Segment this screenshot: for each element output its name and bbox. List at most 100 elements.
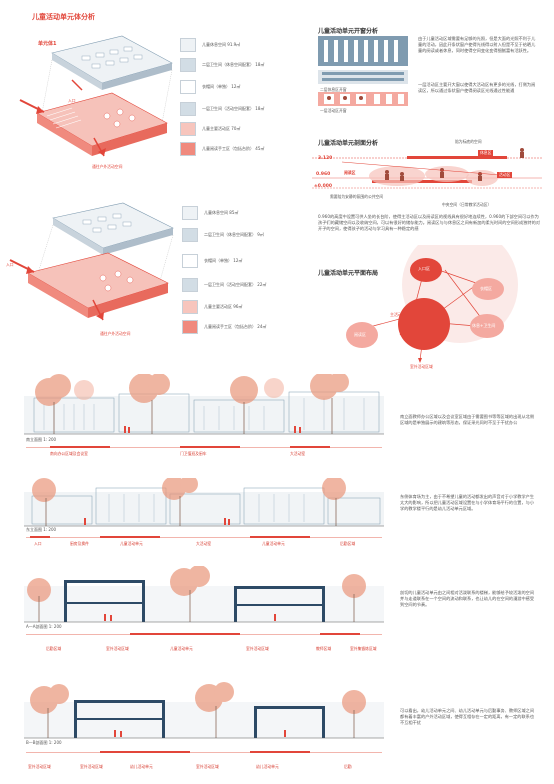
- legend-swatch: [182, 228, 198, 242]
- section-bar: [250, 536, 310, 538]
- guide-space-label: 陪为标底的空间: [455, 139, 482, 144]
- section-bar-label: 后勤区域: [340, 541, 356, 546]
- flow-node-rest-toilet: 休息+卫生间: [470, 314, 504, 338]
- section-name-2: 东立面图 1: 200: [26, 527, 57, 532]
- height-title: 儿童活动单元剖面分析: [318, 140, 379, 147]
- section-bb-drawing: [24, 682, 384, 739]
- section-bar-label: 幼儿活动单元: [130, 764, 153, 769]
- legend-swatch: [180, 38, 196, 52]
- section-bar: [180, 446, 240, 448]
- section-bar-label: 后勤区域: [46, 646, 62, 651]
- flow-title: 儿童活动单元平面布局: [318, 270, 379, 277]
- legend-label: 衣帽间（单独） 12㎡: [202, 84, 241, 89]
- node-label: 入口区: [418, 266, 430, 271]
- height-mark-1: 3.120: [318, 156, 333, 161]
- outdoor-label-2: 通往户外活动空间: [100, 331, 131, 336]
- section-bar-label: 南向办公区域及会议室: [50, 451, 88, 456]
- legend-label: 二层卫生间（休息空间配套） 18㎡: [202, 62, 265, 67]
- opening-diagram-1: [318, 36, 408, 66]
- legend-swatch: [182, 320, 198, 334]
- flow-node-main-activity: 主活动区: [390, 298, 450, 350]
- reading-area-label: 阅读区: [344, 170, 356, 175]
- opening-label-3: 一层活动区开窗: [320, 108, 347, 113]
- south-elevation-drawing: [24, 374, 384, 435]
- section-bar-label: 厨房及换件: [70, 541, 89, 546]
- legend2-row: 二层卫生间（休息空间配套） 9㎡: [182, 228, 302, 242]
- opening-text-1: 由于儿童活动区域需要有足够的光照，但是大面的光照不利于儿童的活动，因此开条状窗户…: [418, 36, 536, 53]
- opening-label-2: 二层休息区开窗: [320, 87, 347, 92]
- legend2-row: 儿童主要活动区 96㎡: [182, 300, 302, 314]
- unit1-legend: 儿童休息空间 91.9㎡ 二层卫生间（休息空间配套） 18㎡ 衣帽间（单独） 1…: [180, 38, 300, 158]
- section-bar: [100, 536, 160, 538]
- flow-node-reading: 阅读区: [346, 322, 378, 348]
- flow-node-entrance: 入口区: [410, 258, 442, 282]
- unit2-legend: 儿童休息空间 85㎡ 二层卫生间（休息空间配套） 9㎡ 衣帽间（单独） 12㎡ …: [182, 206, 302, 336]
- unit1-label: 单元体1: [38, 41, 57, 47]
- node-label: 休息+卫生间: [472, 323, 496, 328]
- legend-swatch: [180, 122, 196, 136]
- legend1-row: 儿童阅读手工区（包括台阶） 45㎡: [180, 142, 300, 156]
- section-desc-1: 南立面教师办公区域以及会议室区域由于需要图书等等区域的出现从北侧区域的是单独展示…: [400, 414, 535, 425]
- section-bar-label: 儿童活动单元: [262, 541, 285, 546]
- legend-label: 儿童主要活动区 70㎡: [202, 126, 241, 131]
- legend1-row: 二层卫生间（休息空间配套） 18㎡: [180, 58, 300, 72]
- unit1-axonometric: [19, 35, 173, 157]
- section-desc-2: 东侧体育场为主，由于不希望儿童的活动都发出的声音对于小学教学产生太大的影响，所以…: [400, 494, 535, 511]
- section-name-1: 南立面图 1: 200: [26, 437, 57, 442]
- legend1-row: 一层卫生间（活动空间配套） 18㎡: [180, 102, 300, 116]
- entrance-label-1: 入口: [68, 98, 76, 103]
- legend-swatch: [182, 278, 198, 292]
- legend-swatch: [180, 142, 196, 156]
- legend-label: 一层卫生间（活动空间配套） 22㎡: [204, 282, 267, 287]
- section-bar-label: 室外活动区域: [28, 764, 51, 769]
- section-bar: [320, 633, 360, 635]
- section-bar-label: 室外活动区域: [80, 764, 103, 769]
- section-bar-label: 大活动室: [196, 541, 212, 546]
- legend1-row: 儿童休息空间 91.9㎡: [180, 38, 300, 52]
- opening-title: 儿童活动单元开窗分析: [318, 28, 379, 35]
- opening-diagram-2: [318, 70, 408, 84]
- unit2-axonometric: [9, 202, 174, 321]
- legend2-row: 衣帽间（单独） 12㎡: [182, 254, 302, 268]
- section-bar: [250, 751, 310, 753]
- section-bar-label: 教师区域: [316, 646, 332, 651]
- node-label: 阅读区: [354, 332, 366, 337]
- activity-area-tag: 活动区: [497, 172, 513, 178]
- section-bar-label: 后勤: [344, 764, 352, 769]
- section-baseline-4: [26, 752, 382, 753]
- node-label: 主活动区: [390, 312, 406, 317]
- legend-swatch: [180, 58, 196, 72]
- legend1-row: 衣帽间（单独） 12㎡: [180, 80, 300, 94]
- section-bar-label: 室外集锻炼区域: [350, 646, 377, 651]
- legend-label: 二层卫生间（休息空间配套） 9㎡: [204, 232, 264, 237]
- legend-label: 儿童休息空间 91.9㎡: [202, 42, 241, 47]
- opening-text-2: 一层活动区主要开大窗以使得大活动区有更多的光线，打侧为阅读区，所以通过条状窗户使…: [418, 82, 536, 93]
- legend-label: 一层卫生间（活动空间配套） 18㎡: [202, 106, 265, 111]
- legend-label: 衣帽间（单独） 12㎡: [204, 258, 243, 263]
- unit-analysis-title: 儿童活动单元体分析: [32, 13, 95, 21]
- height-paragraph: 0.960的高度中设置可供人坐的长台阶，使得主活动区以及阅读区的视线具有很好地连…: [318, 214, 540, 231]
- rest-area-tag: 休息区: [478, 150, 494, 156]
- east-elevation-drawing: [24, 478, 384, 527]
- section-baseline-2: [26, 537, 382, 538]
- entrance-label-2: 入口: [6, 262, 14, 267]
- opening-diagram-3: [318, 92, 408, 106]
- legend2-row: 儿童休息空间 85㎡: [182, 206, 302, 220]
- section-bar-label: 大活动室: [290, 451, 306, 456]
- section-bar-label: 儿童活动单元: [170, 646, 193, 651]
- section-bar-label: 门卫值班及厨车: [180, 451, 207, 456]
- section-bar: [290, 446, 330, 448]
- outdoor-label-1: 通往户外活动空间: [92, 164, 123, 169]
- section-bar-label: 儿童活动单元: [120, 541, 143, 546]
- section-desc-3: 剖切的儿童活动单元由之间相对活泼联系的楼梯，能够给予较活泼的空间并与走道联系在一…: [400, 590, 535, 607]
- height-note-1: 需要陪为安静的氛围的公共空间: [330, 194, 384, 199]
- section-bar: [100, 751, 190, 753]
- section-bar-label: 入口: [34, 541, 42, 546]
- section-bar-label: 室外活动区域: [246, 646, 269, 651]
- section-name-4: B—B剖面图 1: 200: [26, 740, 62, 745]
- legend-label: 儿童阅读手工区（包括台阶） 45㎡: [202, 146, 265, 151]
- legend-swatch: [182, 254, 198, 268]
- height-mark-3: ±0.000: [314, 184, 333, 189]
- section-desc-4: 可以看出，幼儿活动单元之间、幼儿活动单元与后勤事务、教师区域之间都有着丰富的户外…: [400, 708, 535, 725]
- node-label: 衣帽区: [480, 286, 492, 291]
